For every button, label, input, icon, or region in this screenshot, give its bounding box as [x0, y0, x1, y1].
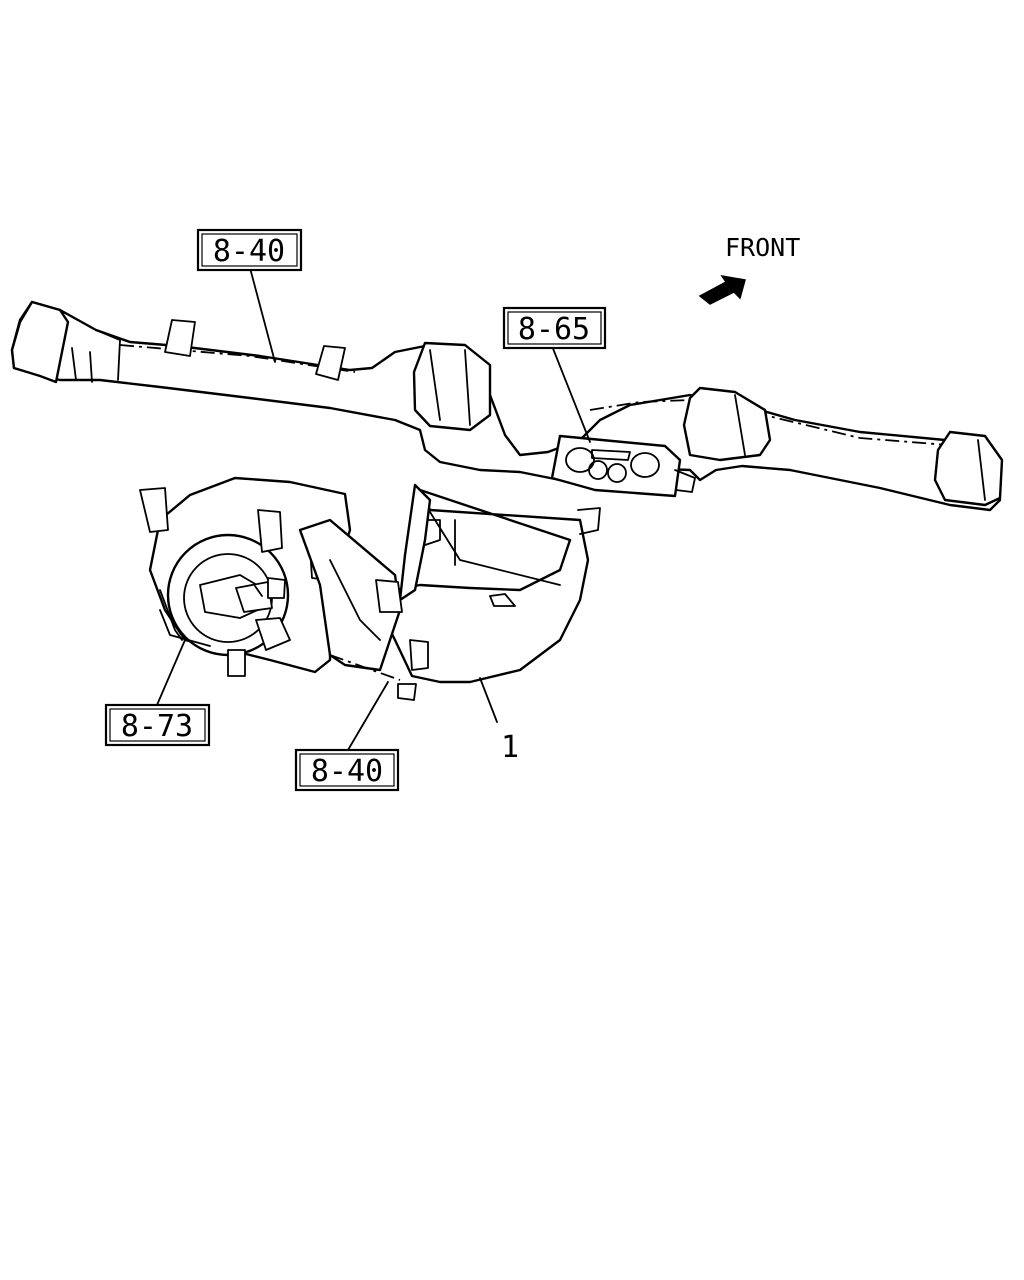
callout-blower-motor: 8-73	[104, 703, 211, 747]
callout-label-control-panel: 8-65	[518, 312, 590, 347]
callout-control-panel: 8-65	[502, 306, 607, 350]
leader-lines	[156, 267, 591, 751]
control-panel	[550, 434, 696, 498]
callout-duct-bottom: 8-40	[294, 748, 400, 792]
callout-label-blower-motor: 8-73	[121, 709, 193, 744]
arrow-icon	[698, 274, 746, 305]
item-number-1: 1	[501, 730, 519, 765]
callout-label-duct-top: 8-40	[213, 234, 285, 269]
front-indicator: FRONT	[698, 233, 800, 305]
callout-duct-top: 8-40	[196, 228, 303, 272]
front-label: FRONT	[725, 233, 800, 262]
distribution-duct	[10, 300, 1004, 512]
callout-label-duct-bottom: 8-40	[311, 754, 383, 789]
heater-unit	[139, 476, 601, 701]
